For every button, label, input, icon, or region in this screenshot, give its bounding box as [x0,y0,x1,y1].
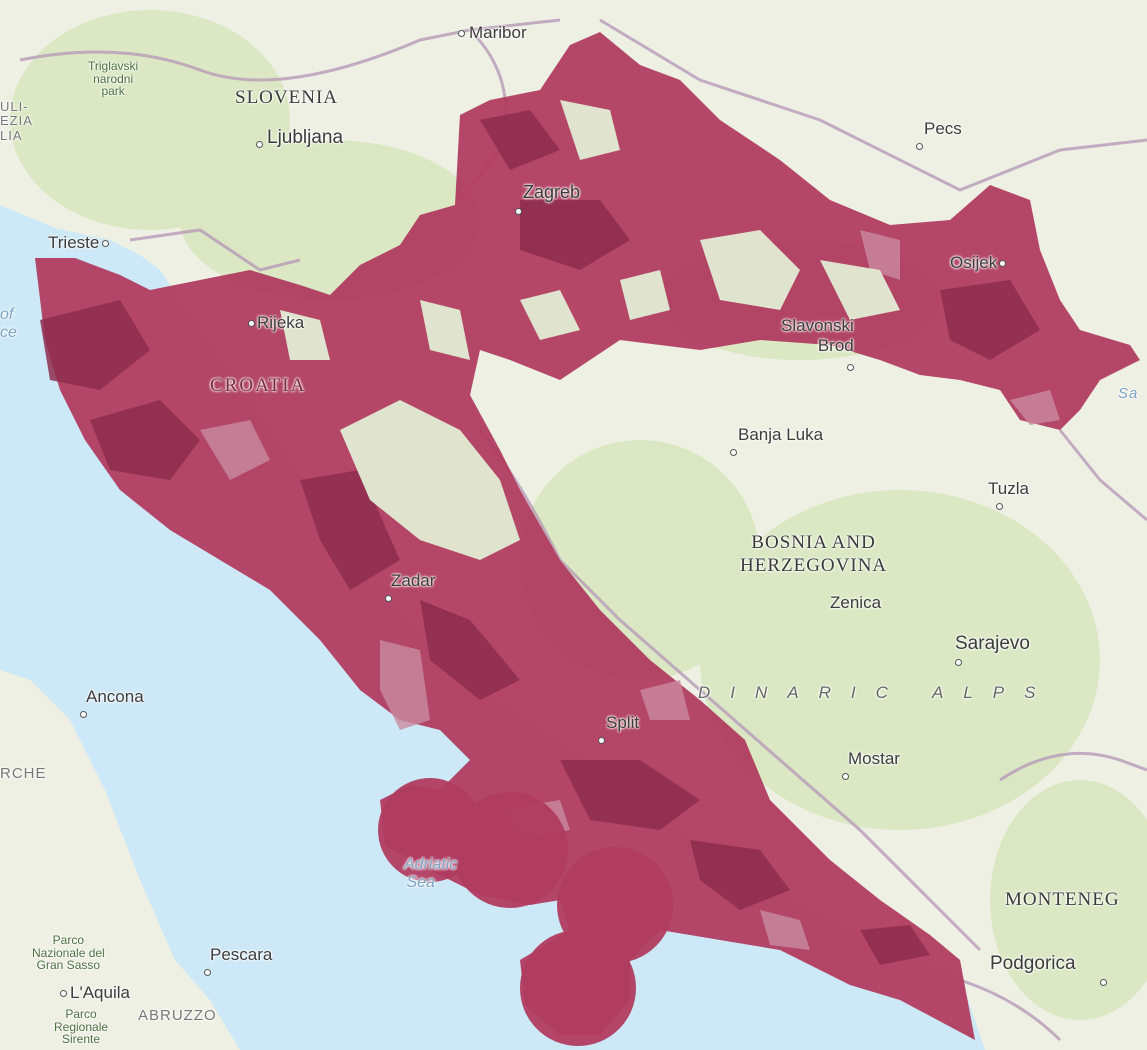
city-rijeka[interactable]: Rijeka [248,314,304,331]
city-sarajevo[interactable]: Sarajevo [955,634,1030,670]
city-dot-icon [846,363,854,371]
city-mostar[interactable]: Mostar [842,750,900,784]
city-osijek[interactable]: Osijek [950,254,1007,271]
city-banja-luka[interactable]: Banja Luka [730,426,823,460]
city-dot-icon [598,737,605,745]
country-slovenia[interactable]: SLOVENIA [235,87,338,108]
country-montenegro[interactable]: MONTENEG [1005,889,1120,910]
region-sava: Sa [1118,385,1139,402]
city-dot-icon [204,969,211,977]
city-dot-icon [999,260,1007,268]
city-split[interactable]: Split [598,714,639,748]
city-dot-icon [996,503,1003,511]
city-dot-icon [80,711,87,719]
city-dot-icon [955,659,962,667]
city-dot-icon [458,30,465,38]
coverage-layer [35,32,1140,1046]
gulf-of-trieste [0,205,110,270]
italy-land [0,680,230,1050]
region-abruzzo: ABRUZZO [138,1007,217,1024]
coverage-gaps [280,100,900,560]
city-ancona[interactable]: Ancona [80,688,144,722]
city-zagreb[interactable]: Zagreb [515,183,580,219]
city-maribor[interactable]: Maribor [458,24,527,41]
city-tuzla[interactable]: Tuzla [988,480,1029,514]
city-pecs[interactable]: Pecs [916,120,962,154]
city-dot-icon [515,207,522,215]
coverage-dark-patches [40,110,1040,965]
city-zadar[interactable]: Zadar [385,572,435,606]
mountain-dinaric-alps: DINARIC ALPS [698,683,1056,702]
city-dot-icon [60,990,67,998]
city-dot-icon [916,143,923,151]
coverage-circle-2 [452,792,568,908]
city-dot-icon [102,240,110,248]
city-dot-icon [256,141,263,149]
city-laquila[interactable]: L'Aquila [60,984,130,1001]
city-dot-icon [730,449,737,457]
city-trieste[interactable]: Trieste [48,234,110,251]
city-pescara[interactable]: Pescara [204,946,272,980]
coverage-circle-4 [520,930,636,1046]
city-dot-icon [385,595,392,603]
region-marche: RCHE [0,765,47,782]
city-podgorica[interactable]: Podgorica [990,954,1107,990]
country-croatia[interactable]: CROATIA [210,375,307,396]
city-ljubljana[interactable]: Ljubljana [256,128,343,149]
city-dot-icon [1100,979,1107,987]
city-dot-icon [842,773,849,781]
city-zenica[interactable]: Zenica [830,593,882,612]
city-dot-icon [248,320,255,328]
